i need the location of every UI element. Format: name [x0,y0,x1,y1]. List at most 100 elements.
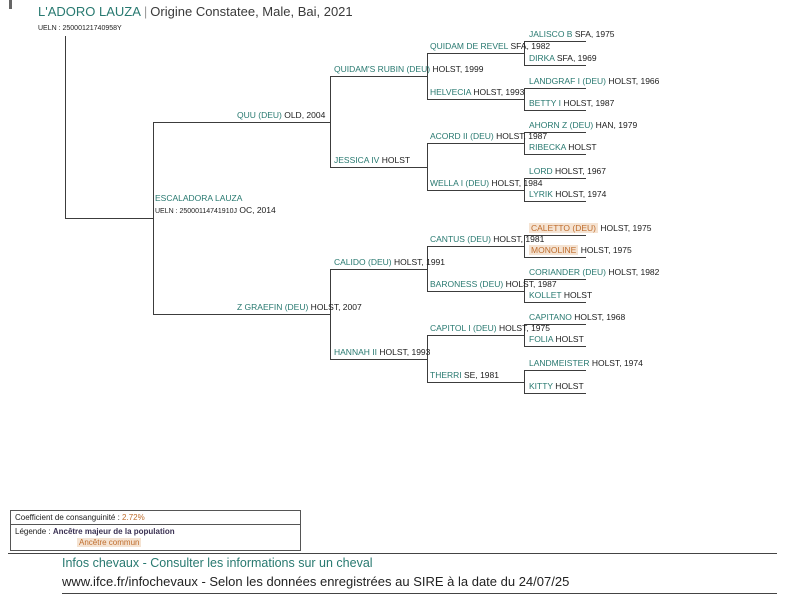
coefficient-row: Coefficient de consanguinité : 2.72% [11,511,300,525]
footer-divider-top [8,553,777,554]
horse-name-link[interactable]: QUIDAM'S RUBIN (DEU) [334,64,431,74]
tree-hline [524,110,586,111]
horse-info: HOLST, 1974 [589,358,643,368]
page-title: L'ADORO LAUZA|Origine Constatee, Male, B… [38,4,353,19]
tree-vline [153,122,154,315]
horse-name-link[interactable]: BETTY I [529,98,561,108]
horse-name-link[interactable]: KITTY [529,381,553,391]
pedigree-node: LYRIK HOLST, 1974 [529,188,606,200]
horse-name-link[interactable]: CALIDO (DEU) [334,257,392,267]
horse-info: HOLST, 1966 [605,76,660,86]
horse-name-link[interactable]: ESCALADORA LAUZA [155,193,243,203]
horse-name-link[interactable]: CALETTO (DEU) [529,223,599,233]
horse-name-link[interactable]: KOLLET [529,290,562,300]
tree-hline [524,154,586,155]
horse-name-link[interactable]: QUIDAM DE REVEL [430,41,509,51]
horse-info: HOLST, 1984 [489,178,543,188]
pedigree-node: KITTY HOLST [529,380,584,392]
horse-name-link[interactable]: CAPITANO [529,312,572,322]
pedigree-node: LANDGRAF I (DEU) HOLST, 1966 [529,75,659,87]
horse-name-link[interactable]: CAPITOL I (DEU) [430,323,497,333]
horse-info: HOLST, 1975 [496,323,550,333]
horse-info: SFA, 1982 [508,41,551,51]
cropped-logo-mark [9,0,12,9]
horse-name-link[interactable]: WELLA I (DEU) [430,178,490,188]
pedigree-node: HELVECIA HOLST, 1993 [430,86,524,98]
horse-name-link[interactable]: LORD [529,166,553,176]
tree-hline [524,393,586,394]
horse-name-link[interactable]: HANNAH II [334,347,377,357]
horse-name-link[interactable]: THERRI [430,370,462,380]
tree-hline [524,235,586,236]
tree-hline [524,132,586,133]
tree-hline [427,291,524,292]
tree-hline [524,324,586,325]
legend-row: Légende : Ancêtre majeur de la populatio… [11,525,300,537]
tree-vline [524,324,525,347]
pedigree-node: QUIDAM'S RUBIN (DEU) HOLST, 1999 [334,63,483,75]
tree-hline [330,269,427,270]
horse-info: HOLST, 1991 [391,257,446,267]
tree-vline [330,76,331,168]
horse-name-link[interactable]: HELVECIA [430,87,471,97]
horse-name-link[interactable]: JALISCO B [529,29,573,39]
pedigree-node: CAPITANO HOLST, 1968 [529,311,625,323]
horse-name-link[interactable]: LANDGRAF I (DEU) [529,76,606,86]
horse-name-link[interactable]: LANDMEISTER [529,358,590,368]
coefficient-value: 2.72% [122,513,145,522]
footer-source: www.ifce.fr/infochevaux - Selon les donn… [62,574,570,589]
horse-name-link[interactable]: CANTUS (DEU) [430,234,491,244]
tree-vline [524,178,525,202]
tree-vline [427,335,428,383]
tree-hline [524,302,586,303]
pedigree-node: ACORD II (DEU) HOLST, 1987 [430,130,547,142]
tree-hline [427,190,524,191]
tree-vline [524,370,525,394]
tree-hline [427,335,524,336]
title-details: Origine Constatee, Male, Bai, 2021 [150,4,353,19]
horse-name-link[interactable]: Z GRAEFIN (DEU) [237,302,309,312]
tree-hline [524,201,586,202]
pedigree-node: AHORN Z (DEU) HAN, 1979 [529,119,637,131]
footer-link[interactable]: Infos chevaux - Consulter les informatio… [62,556,373,570]
horse-info: HOLST, 1987 [503,279,557,289]
horse-name-link[interactable]: CORIANDER (DEU) [529,267,606,277]
horse-info: HOLST, 1974 [552,189,607,199]
horse-name-link[interactable]: DIRKA [529,53,555,63]
horse-info: SFA, 1969 [554,53,597,63]
tree-vline [524,88,525,111]
horse-name-link[interactable]: MONOLINE [529,245,579,255]
coefficient-label: Coefficient de consanguinité : [15,513,120,522]
horse-info: HOLST [553,334,584,344]
legend-majeur-sample: Ancêtre majeur de la population [52,527,175,536]
tree-vline [524,41,525,66]
pedigree-node: THERRI SE, 1981 [430,369,499,381]
pedigree-node: WELLA I (DEU) HOLST, 1984 [430,177,542,189]
horse-name-link[interactable]: AHORN Z (DEU) [529,120,594,130]
pedigree-node: CANTUS (DEU) HOLST, 1981 [430,233,544,245]
horse-ueln-top: UELN : 25000121740958Y [38,25,122,32]
horse-info: HOLST, 1993 [376,347,431,357]
pedigree-node: JESSICA IV HOLST [334,154,410,166]
tree-hline [65,218,153,219]
horse-info: SE, 1981 [461,370,499,380]
horse-name-link[interactable]: JESSICA IV [334,155,380,165]
horse-info: HOLST, 1981 [490,234,545,244]
horse-name-link[interactable]: BARONESS (DEU) [430,279,504,289]
horse-name-link[interactable]: QUU (DEU) [237,110,282,120]
tree-hline [330,76,427,77]
horse-name-link[interactable]: LYRIK [529,189,553,199]
horse-name-link[interactable]: RIBECKA [529,142,566,152]
horse-info: HOLST [379,155,411,165]
horse-name-link[interactable]: FOLIA [529,334,554,344]
legend-box: Coefficient de consanguinité : 2.72% Lég… [10,510,301,551]
tree-hline [427,53,524,54]
tree-vline [524,279,525,303]
legend-commun-sample: Ancêtre commun [77,538,142,547]
horse-name-link[interactable]: ACORD II (DEU) [430,131,494,141]
horse-info: HOLST [565,142,597,152]
horse-info: HOLST, 1987 [560,98,615,108]
pedigree-node: BETTY I HOLST, 1987 [529,97,614,109]
footer-divider-bottom [62,593,777,594]
